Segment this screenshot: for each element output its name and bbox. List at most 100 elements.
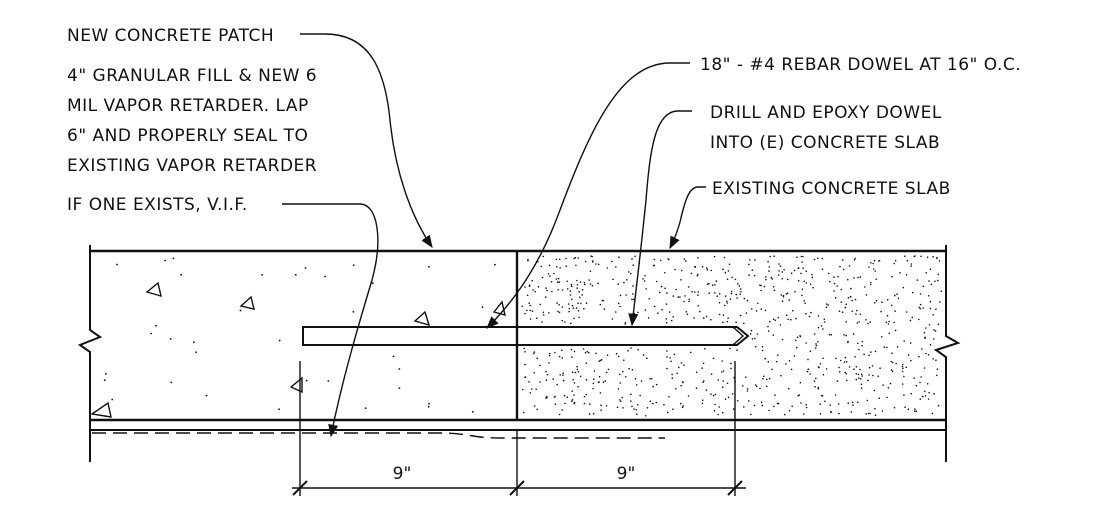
- stipple-dot: [888, 332, 891, 335]
- stipple-dot: [526, 309, 528, 312]
- dimension-tick: [509, 480, 525, 496]
- stipple-dot: [549, 275, 551, 277]
- stipple-dot: [889, 382, 892, 385]
- stipple-dot: [578, 291, 580, 293]
- stipple-dot: [644, 309, 647, 311]
- stipple-dot: [739, 314, 742, 317]
- stipple-dot: [591, 285, 594, 287]
- stipple-dot: [914, 408, 916, 410]
- stipple-dot: [636, 404, 639, 406]
- stipple-dot: [668, 311, 671, 313]
- stipple-dot: [777, 274, 780, 276]
- stipple-dot: [934, 330, 937, 332]
- patch-dot: [352, 310, 355, 313]
- stipple-dot: [843, 334, 845, 336]
- stipple-dot: [736, 400, 739, 402]
- stipple-dot: [914, 255, 916, 257]
- stipple-dot: [836, 285, 838, 287]
- stipple-dot: [743, 406, 745, 408]
- stipple-dot: [838, 371, 841, 373]
- dimension-tick: [727, 480, 743, 496]
- stipple-dot: [669, 357, 671, 359]
- stipple-dot: [706, 269, 709, 271]
- stipple-dot: [771, 278, 773, 280]
- stipple-dot: [633, 408, 635, 410]
- stipple-dot: [795, 317, 797, 320]
- stipple-dot: [642, 354, 645, 356]
- stipple-dot: [839, 265, 841, 268]
- stipple-dot: [670, 319, 673, 322]
- stipple-dot: [666, 292, 668, 294]
- stipple-dot: [879, 367, 881, 370]
- stipple-dot: [853, 277, 855, 279]
- stipple-dot: [599, 359, 602, 362]
- stipple-dot: [584, 283, 586, 286]
- stipple-dot: [592, 260, 594, 262]
- existing-concrete-stipple: [521, 255, 943, 417]
- stipple-dot: [903, 394, 905, 396]
- stipple-dot: [526, 294, 529, 297]
- stipple-dot: [708, 282, 710, 285]
- stipple-dot: [851, 299, 853, 302]
- stipple-dot: [567, 303, 570, 305]
- stipple-dot: [805, 406, 808, 409]
- stipple-dot: [680, 384, 682, 387]
- stipple-dot: [863, 353, 865, 356]
- stipple-dot: [937, 273, 940, 276]
- stipple-dot: [736, 297, 738, 299]
- stipple-dot: [865, 413, 867, 415]
- stipple-dot: [796, 256, 798, 259]
- stipple-dot: [593, 378, 595, 381]
- stipple-dot: [663, 404, 665, 406]
- stipple-dot: [886, 346, 888, 349]
- stipple-dot: [677, 296, 679, 298]
- patch-dot: [192, 341, 195, 344]
- stipple-dot: [599, 392, 602, 394]
- stipple-dot: [857, 342, 859, 345]
- note-existing-slab: EXISTING CONCRETE SLAB: [712, 179, 951, 199]
- stipple-dot: [907, 408, 910, 411]
- stipple-dot: [788, 410, 791, 412]
- stipple-dot: [548, 312, 550, 314]
- stipple-dot: [802, 255, 804, 258]
- stipple-dot: [842, 259, 844, 261]
- stipple-dot: [811, 273, 813, 276]
- stipple-dot: [735, 321, 737, 324]
- stipple-dot: [576, 368, 579, 371]
- stipple-dot: [757, 302, 759, 305]
- stipple-dot: [895, 362, 897, 365]
- stipple-dot: [918, 318, 920, 321]
- stipple-dot: [901, 383, 904, 385]
- stipple-dot: [545, 395, 548, 398]
- stipple-dot: [875, 278, 877, 281]
- stipple-dot: [570, 348, 573, 351]
- stipple-dot: [527, 260, 529, 262]
- patch-dot: [427, 405, 430, 408]
- stipple-dot: [799, 335, 802, 338]
- stipple-dot: [668, 396, 670, 398]
- stipple-dot: [873, 389, 876, 392]
- stipple-dot: [714, 393, 717, 396]
- stipple-dot: [549, 352, 551, 355]
- stipple-dot: [619, 373, 621, 376]
- stipple-dot: [881, 301, 883, 304]
- stipple-dot: [793, 269, 796, 272]
- stipple-dot: [598, 360, 600, 363]
- stipple-dot: [932, 255, 934, 258]
- stipple-dot: [838, 412, 840, 415]
- stipple-dot: [828, 333, 831, 336]
- stipple-dot: [913, 377, 916, 379]
- leader-granular-fill: [282, 203, 379, 438]
- stipple-dot: [588, 351, 590, 354]
- stipple-dot: [887, 323, 890, 325]
- stipple-dot: [772, 318, 775, 321]
- stipple-dot: [796, 346, 798, 349]
- stipple-dot: [731, 276, 733, 279]
- stipple-dot: [871, 365, 874, 367]
- stipple-dot: [546, 289, 548, 292]
- stipple-dot: [558, 413, 561, 416]
- stipple-dot: [800, 272, 802, 275]
- stipple-dot: [674, 268, 676, 271]
- patch-dot: [428, 402, 430, 405]
